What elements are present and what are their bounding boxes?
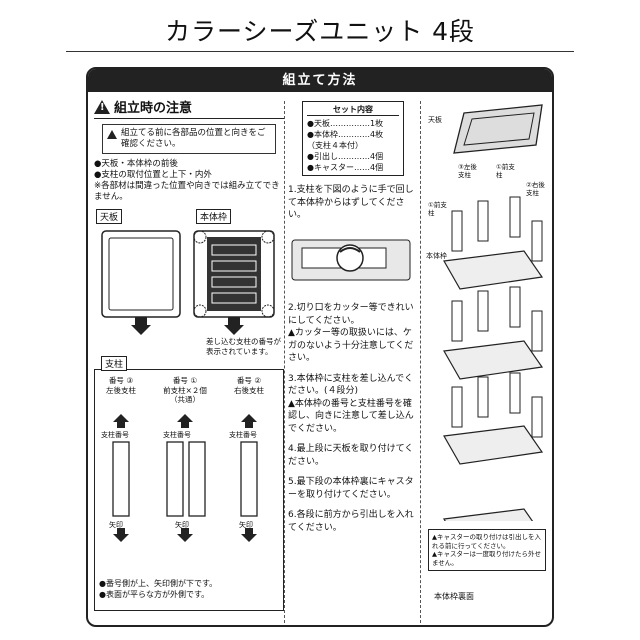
banner: 組立て方法 — [88, 69, 552, 92]
set-item: （支柱４本付） — [307, 140, 399, 151]
caution-bullet: ●天板・本体枠の前後 — [94, 159, 284, 170]
top-board-tag: 天板 — [96, 209, 122, 224]
caster-view-label: 本体枠裏面 — [434, 591, 474, 602]
set-item: ●本体枠…………4枚 — [307, 129, 399, 140]
set-item: ●キャスター……4個 — [307, 162, 399, 173]
step-1: 1.支柱を下図のように手で回して本体枠からはずしてください。 — [288, 184, 418, 222]
body-frame-tag: 本体枠 — [196, 209, 231, 224]
caster-note-box: ▲キャスターの取り付けは引出しを入れる前に行ってください。 ▲キャスターは一度取… — [428, 529, 546, 571]
instruction-frame: 組立て方法 組立時の注意 組立てる前に各部品の位置と向きをご確認ください。 ●天… — [86, 67, 554, 627]
posts-panel: 支柱 番号 ③ 左後支柱 番号 ① 前支柱×２個 （共通） 番号 ② 右後支柱 — [94, 369, 284, 611]
post3-desc: 左後支柱 — [99, 386, 143, 396]
post-rules: ●番号側が上、矢印側が下です。 ●表面が平らな方が外側です。 — [99, 578, 217, 600]
column-divider — [420, 101, 421, 623]
set-item: ●引出し…………4個 — [307, 151, 399, 162]
step1-drawing — [288, 226, 416, 290]
step-6: 6.各段に前方から引出しを入れてください。 — [288, 509, 418, 534]
caution-bullets: ●天板・本体枠の前後 ●支柱の取付位置と上下・内外 ※各部材は間違った位置や向き… — [94, 159, 284, 203]
post-rule: ●番号側が上、矢印側が下です。 — [99, 578, 217, 589]
arrow-mark-label: 矢印 — [239, 520, 253, 530]
caution-heading: 組立時の注意 — [94, 97, 284, 119]
warning-icon — [107, 130, 117, 139]
step-2-warning: ▲カッター等の取扱いには、ケガのないよう十分注意してください。 — [288, 327, 418, 365]
set-contents: セット内容 ●天板……………1枚 ●本体枠…………4枚 （支柱４本付） ●引出し… — [302, 101, 404, 176]
step-4: 4.最上段に天板を取り付けてください。 — [288, 443, 418, 468]
caution-heading-text: 組立時の注意 — [114, 97, 192, 116]
caster-note: ▲キャスターの取り付けは引出しを入れる前に行ってください。 — [432, 533, 542, 550]
set-title: セット内容 — [307, 104, 399, 116]
caution-box: 組立てる前に各部品の位置と向きをご確認ください。 — [102, 124, 276, 154]
post1-desc: 前支柱×２個 — [153, 386, 217, 396]
step-5: 5.最下段の本体枠裏にキャスターを取り付けてください。 — [288, 476, 418, 501]
step-3: 3.本体枠に支柱を差し込んでください。(４段分) — [288, 373, 418, 398]
post-number-label: 支柱番号 — [163, 430, 191, 440]
column-steps: セット内容 ●天板……………1枚 ●本体枠…………4枚 （支柱４本付） ●引出し… — [288, 101, 418, 534]
post2-label: 番号 ② — [223, 376, 275, 386]
post2-desc: 右後支柱 — [223, 386, 275, 396]
post3-label: 番号 ③ — [99, 376, 143, 386]
post1-sub: （共通） — [153, 395, 217, 405]
post3-header: 番号 ③ 左後支柱 — [99, 376, 143, 395]
caution-box-text: 組立てる前に各部品の位置と向きをご確認ください。 — [121, 128, 271, 150]
post-number-label: 支柱番号 — [101, 430, 129, 440]
caster-note: ▲キャスターは一度取り付けたら外せません。 — [432, 550, 542, 567]
arrow-mark-label: 矢印 — [175, 520, 189, 530]
column-divider — [284, 101, 285, 623]
post1-header: 番号 ① 前支柱×２個 （共通） — [153, 376, 217, 405]
caution-bullet: ●支柱の取付位置と上下・内外 — [94, 170, 284, 181]
post-title-tag: 支柱 — [101, 356, 127, 371]
step-3-warning: ▲本体枠の番号と支柱番号を確認し、向きに注意して差し込んでください。 — [288, 398, 418, 436]
post-number-label: 支柱番号 — [229, 430, 257, 440]
column-caution: 組立時の注意 組立てる前に各部品の位置と向きをご確認ください。 ●天板・本体枠の… — [94, 97, 284, 611]
assembly-drawing — [424, 101, 552, 521]
caution-note: ※各部材は間違った位置や向きでは組み立てできません。 — [94, 181, 284, 203]
post1-label: 番号 ① — [153, 376, 217, 386]
title-rule — [66, 51, 574, 52]
post-rule: ●表面が平らな方が外側です。 — [99, 589, 217, 600]
step-2: 2.切り口をカッター等できれいにしてください。 — [288, 302, 418, 327]
set-item: ●天板……………1枚 — [307, 118, 399, 129]
insert-note: 差し込む支柱の番号が表示されています。 — [206, 337, 286, 356]
page-title: カラーシーズユニット 4段 — [0, 12, 640, 48]
warning-icon — [94, 100, 110, 114]
post2-header: 番号 ② 右後支柱 — [223, 376, 275, 395]
arrow-mark-label: 矢印 — [109, 520, 123, 530]
parts-diagram: 天板 本体枠 — [94, 209, 284, 359]
parts-drawing — [94, 225, 284, 345]
